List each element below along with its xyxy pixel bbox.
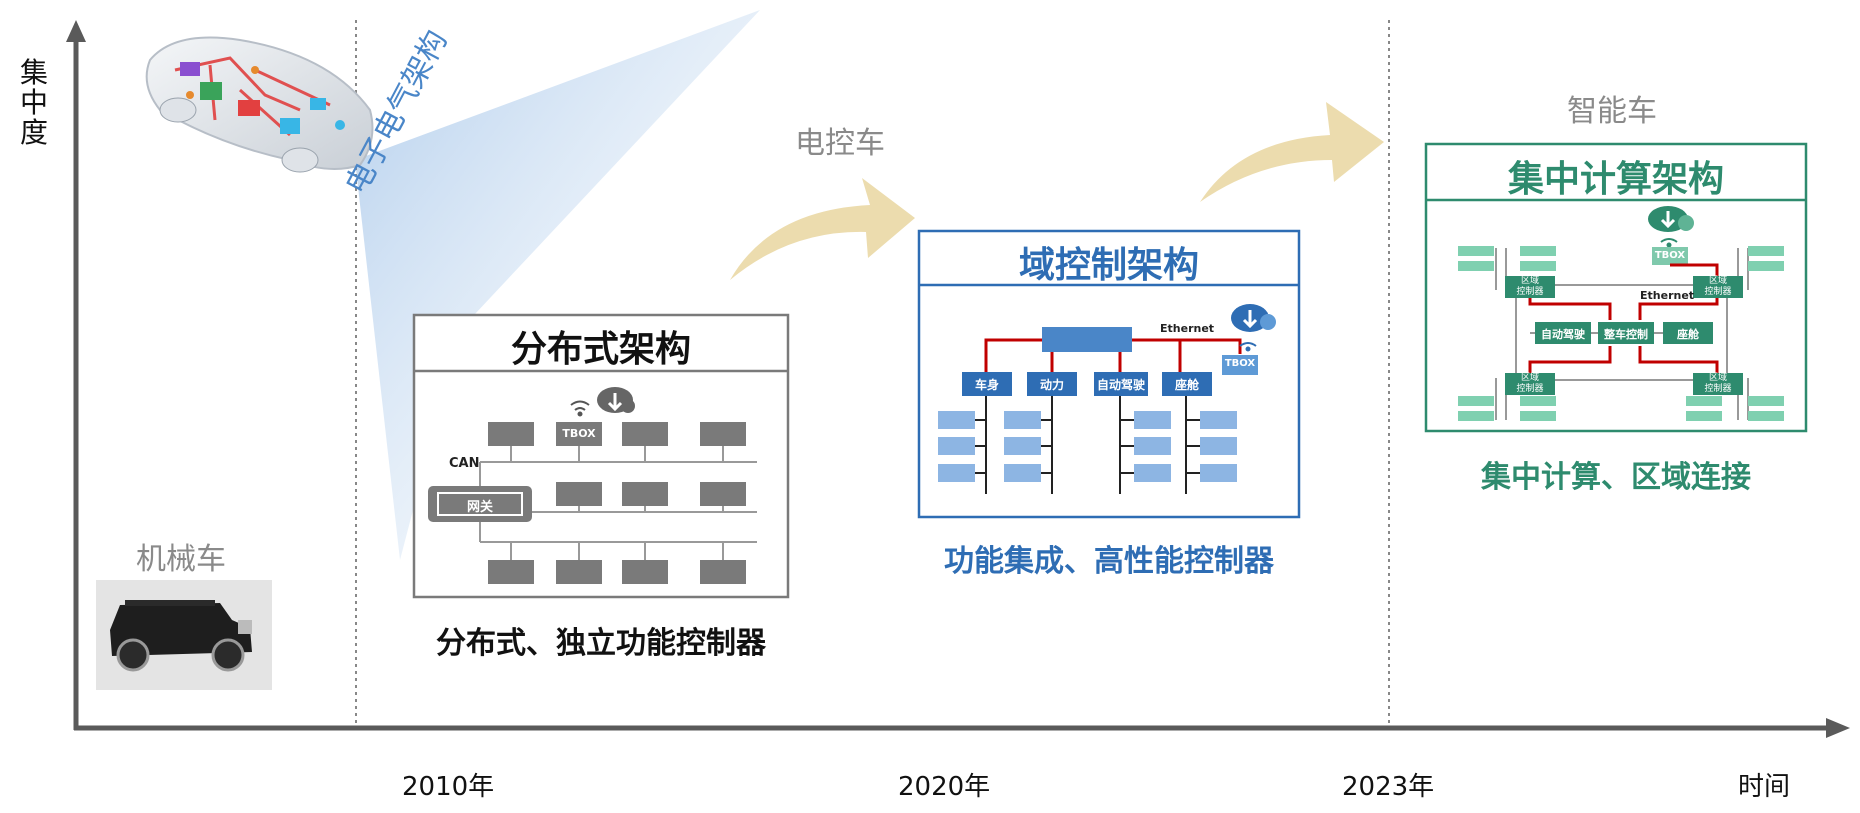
central-title: 集中计算架构 (1507, 159, 1724, 200)
arrow-to-central (1200, 102, 1384, 202)
central-ethernet-label: Ethernet (1640, 289, 1695, 302)
central-architecture-panel (1424, 142, 1808, 433)
cloud-download-icon (597, 387, 635, 413)
era-electronic: 电控车 (795, 126, 885, 161)
central-tbox-label: TBOX (1654, 250, 1686, 261)
y-axis-label-char: 集 (19, 56, 48, 89)
domain-ethernet-label: Ethernet (1160, 322, 1215, 335)
central-cloud-download-icon (1648, 206, 1694, 232)
car-illustration-icon (145, 36, 374, 173)
central-caption: 集中计算、区域连接 (1481, 460, 1751, 495)
central-node-adas: 自动驾驶 (1541, 328, 1585, 341)
domain-node-power: 动力 (1039, 378, 1064, 392)
y-axis-label-char: 度 (19, 116, 48, 149)
year-2020: 2020年 (898, 772, 991, 802)
domain-architecture-panel (917, 229, 1301, 519)
x-axis-label: 时间 (1738, 772, 1791, 802)
distributed-caption: 分布式、独立功能控制器 (436, 626, 766, 661)
x-axis-arrow (1826, 718, 1850, 738)
zone-controller-label: 区域控制器 (1704, 276, 1732, 297)
year-2010: 2010年 (402, 772, 495, 802)
architecture-band (355, 10, 760, 560)
domain-tbox-label: TBOX (1224, 358, 1256, 369)
distributed-architecture-panel (412, 313, 790, 599)
domain-cloud-download-icon (1231, 304, 1276, 332)
y-axis-label: 集 中 度 (16, 58, 52, 148)
vintage-car-photo (96, 580, 272, 690)
distributed-gateway-label: 网关 (466, 500, 493, 515)
central-node-vehicle: 整车控制 (1604, 328, 1648, 341)
y-axis-arrow (66, 20, 86, 42)
central-tbox-box (1652, 247, 1688, 265)
distributed-can-label: CAN (449, 456, 480, 471)
domain-wifi-icon (1239, 342, 1257, 352)
domain-title: 域控制架构 (1018, 245, 1199, 286)
domain-tbox-box (1222, 355, 1258, 375)
distributed-title: 分布式架构 (510, 329, 691, 370)
domain-node-adas: 自动驾驶 (1096, 378, 1145, 392)
zone-controller-label: 区域控制器 (1516, 276, 1544, 297)
era-mechanical: 机械车 (136, 542, 226, 577)
y-axis-label-char: 中 (19, 86, 48, 119)
zone-controller-label: 区域控制器 (1704, 373, 1732, 394)
domain-node-cockpit: 座舱 (1174, 378, 1199, 392)
central-gateway-box (1042, 327, 1132, 352)
dist-tbox-box (556, 422, 602, 446)
central-node-cockpit: 座舱 (1677, 328, 1699, 341)
distributed-tbox-label: TBOX (562, 427, 596, 440)
central-wifi-icon (1660, 238, 1678, 248)
year-2023: 2023年 (1342, 772, 1435, 802)
zone-controller-label: 区域控制器 (1516, 373, 1544, 394)
domain-caption: 功能集成、高性能控制器 (944, 544, 1274, 579)
era-intelligent: 智能车 (1567, 94, 1657, 129)
wifi-icon (570, 400, 590, 417)
domain-node-body: 车身 (974, 378, 999, 392)
arrow-to-domain (730, 178, 915, 280)
